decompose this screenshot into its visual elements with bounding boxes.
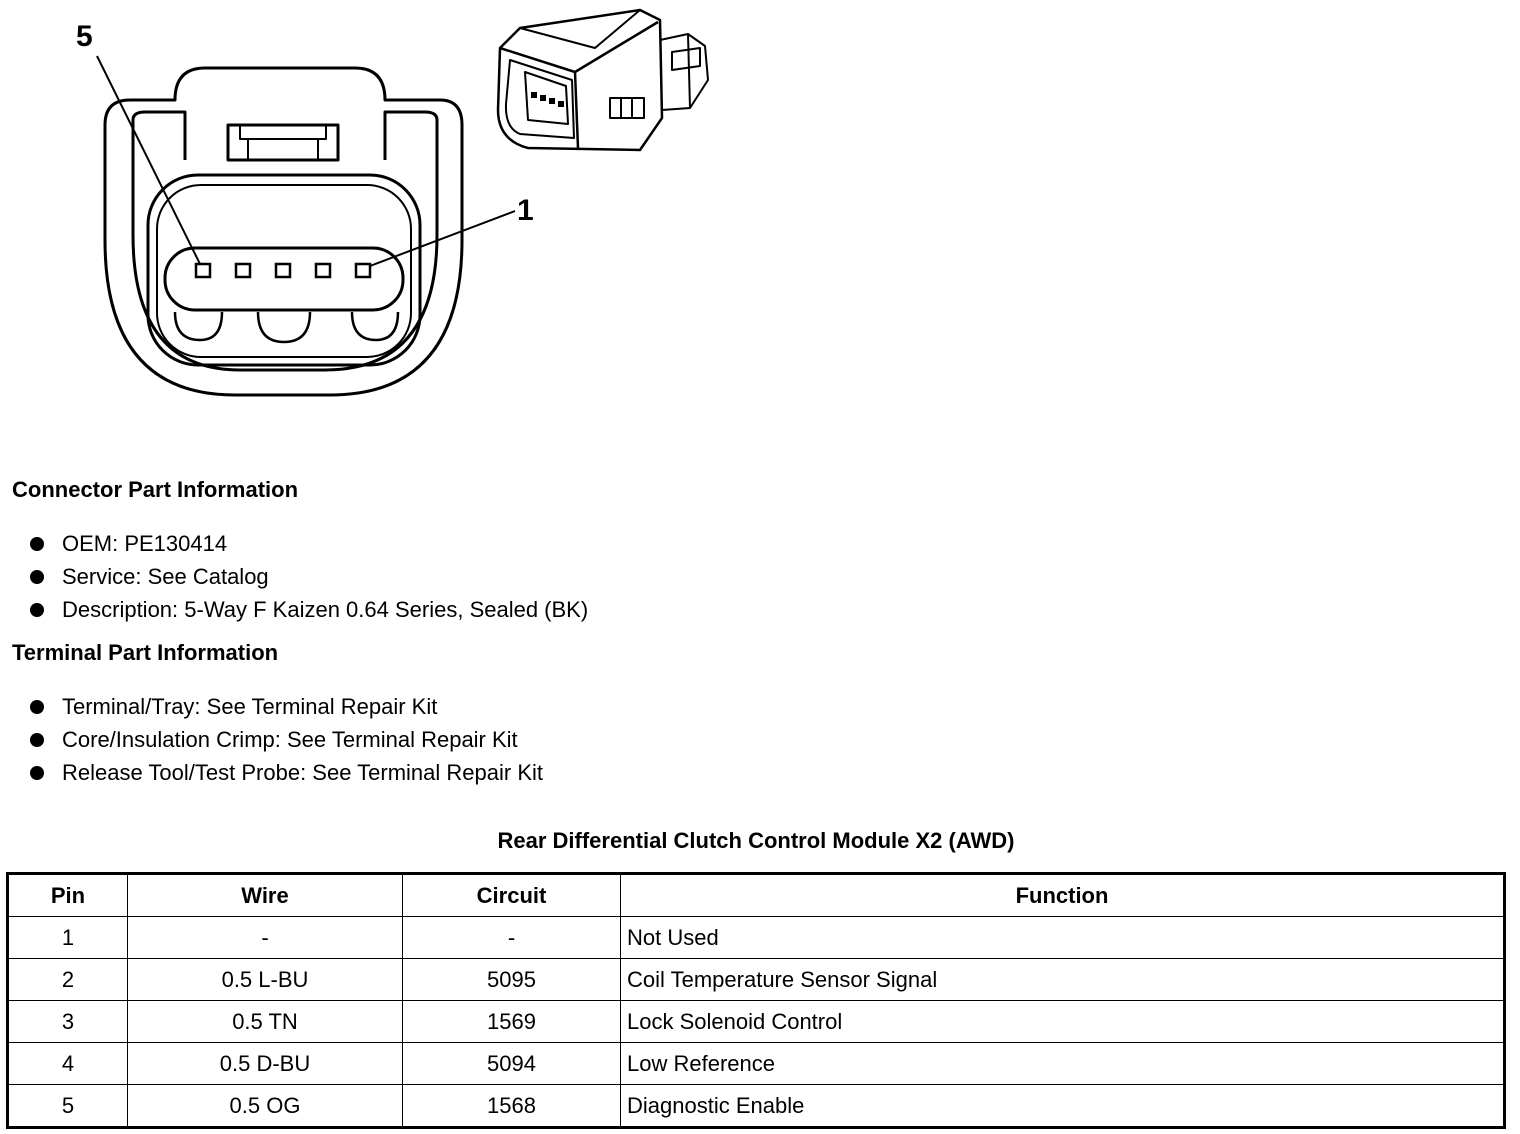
terminal-cavity [163, 246, 405, 312]
list-item: Core/Insulation Crimp: See Terminal Repa… [28, 723, 543, 756]
table-row: 3 0.5 TN 1569 Lock Solenoid Control [7, 1000, 1505, 1043]
cell-function: Diagnostic Enable [620, 1084, 1505, 1128]
terminal-1 [354, 262, 372, 279]
header-function: Function [620, 873, 1505, 917]
cell-function: Not Used [620, 916, 1505, 959]
list-item-text: Core/Insulation Crimp: See Terminal Repa… [62, 727, 518, 752]
bullet-icon [30, 570, 44, 584]
connector-illustration: 5 1 [76, 8, 709, 397]
cell-circuit: 1569 [402, 1000, 621, 1043]
connector-part-info-list: OEM: PE130414 Service: See Catalog Descr… [28, 527, 588, 626]
latch [226, 123, 340, 162]
list-item: Service: See Catalog [28, 560, 588, 593]
connector-isometric-view [496, 8, 709, 152]
cell-wire: 0.5 L-BU [127, 958, 403, 1001]
cell-wire: 0.5 TN [127, 1000, 403, 1043]
terminal-4 [234, 262, 252, 279]
list-item-text: Terminal/Tray: See Terminal Repair Kit [62, 694, 438, 719]
table-header-row: Pin Wire Circuit Function [7, 873, 1505, 917]
table-title: Rear Differential Clutch Control Module … [497, 828, 1015, 853]
terminal-3 [274, 262, 292, 279]
table-row: 2 0.5 L-BU 5095 Coil Temperature Sensor … [7, 958, 1505, 1001]
cell-pin: 2 [7, 958, 128, 1001]
list-item-text: Release Tool/Test Probe: See Terminal Re… [62, 760, 543, 785]
callout-pin-1: 1 [517, 194, 534, 227]
header-circuit: Circuit [402, 873, 621, 917]
header-wire: Wire [127, 873, 403, 917]
list-item: Terminal/Tray: See Terminal Repair Kit [28, 690, 543, 723]
cell-wire: 0.5 D-BU [127, 1042, 403, 1085]
connector-part-info-heading: Connector Part Information [12, 477, 299, 502]
callout-pin-5: 5 [76, 20, 93, 53]
cell-circuit: - [402, 916, 621, 959]
terminal-5 [194, 262, 212, 279]
cell-pin: 4 [7, 1042, 128, 1085]
leader-line-5 [96, 55, 201, 265]
table-row: 4 0.5 D-BU 5094 Low Reference [7, 1042, 1505, 1085]
connector-face-outline [103, 66, 464, 397]
cell-pin: 5 [7, 1084, 128, 1128]
cell-function: Lock Solenoid Control [620, 1000, 1505, 1043]
leader-line-1 [369, 210, 516, 267]
cell-function: Coil Temperature Sensor Signal [620, 958, 1505, 1001]
pinout-table: Pin Wire Circuit Function 1 - - Not Used… [6, 872, 1506, 1129]
cell-circuit: 5095 [402, 958, 621, 1001]
cell-wire: 0.5 OG [127, 1084, 403, 1128]
list-item-text: Service: See Catalog [62, 564, 269, 589]
list-item: Release Tool/Test Probe: See Terminal Re… [28, 756, 543, 789]
bullet-icon [30, 733, 44, 747]
cell-wire: - [127, 916, 403, 959]
terminal-2 [314, 262, 332, 279]
bullet-icon [30, 603, 44, 617]
bullet-icon [30, 537, 44, 551]
cell-pin: 1 [7, 916, 128, 959]
list-item: OEM: PE130414 [28, 527, 588, 560]
header-pin: Pin [7, 873, 128, 917]
cell-circuit: 1568 [402, 1084, 621, 1128]
cell-pin: 3 [7, 1000, 128, 1043]
table-row: 5 0.5 OG 1568 Diagnostic Enable [7, 1084, 1505, 1128]
list-item: Description: 5-Way F Kaizen 0.64 Series,… [28, 593, 588, 626]
terminal-part-info-list: Terminal/Tray: See Terminal Repair Kit C… [28, 690, 543, 789]
list-item-text: OEM: PE130414 [62, 531, 228, 556]
table-row: 1 - - Not Used [7, 916, 1505, 959]
cell-circuit: 5094 [402, 1042, 621, 1085]
cell-function: Low Reference [620, 1042, 1505, 1085]
terminal-part-info-heading: Terminal Part Information [12, 640, 279, 665]
list-item-text: Description: 5-Way F Kaizen 0.64 Series,… [62, 597, 589, 622]
bullet-icon [30, 700, 44, 714]
bullet-icon [30, 766, 44, 780]
